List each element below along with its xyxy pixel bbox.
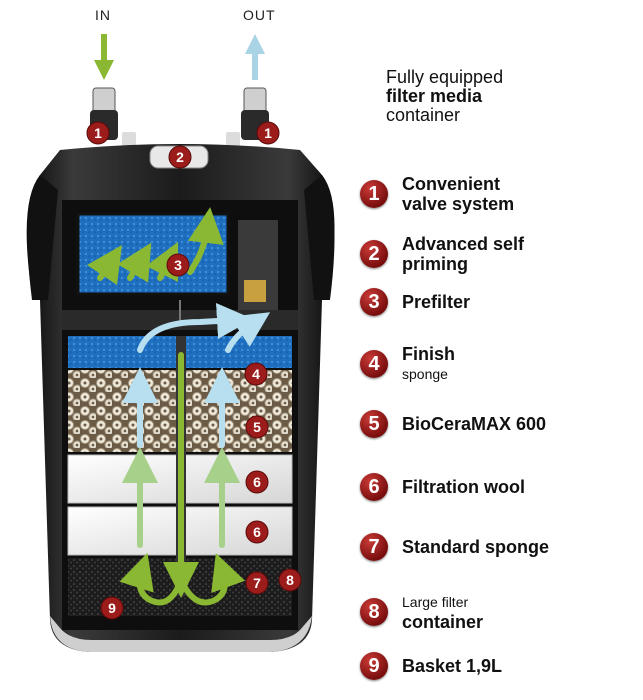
- housing-side-right: [304, 175, 335, 300]
- callout-badge-9: 9: [100, 596, 124, 620]
- legend-title: Standard sponge: [402, 537, 550, 557]
- legend-title: Filtration wool: [402, 477, 525, 497]
- callout-badge-2: 2: [168, 145, 192, 169]
- svg-text:5: 5: [253, 419, 261, 435]
- legend-badge: 1: [360, 180, 388, 208]
- legend-item-sponge: 7 Standard sponge: [360, 533, 549, 561]
- out-label: OUT: [243, 7, 276, 23]
- legend-badge: 7: [360, 533, 388, 561]
- callout-badge-6: 6: [245, 470, 269, 494]
- callout-badge-5: 5: [245, 415, 269, 439]
- legend-title: Finish: [402, 344, 455, 364]
- legend-note: sponge: [402, 366, 448, 382]
- svg-text:6: 6: [253, 474, 261, 490]
- svg-text:1: 1: [264, 125, 272, 141]
- legend-badge: 5: [360, 410, 388, 438]
- callout-badge-4: 4: [244, 362, 268, 386]
- housing-side-left: [27, 175, 58, 300]
- headline: Fully equipped filter media container: [386, 68, 626, 125]
- filter-cutaway-illustration: 1 1 2 3 4 5 6 6 7 8 9: [26, 34, 335, 652]
- housing-base-trim: [50, 616, 312, 652]
- in-flow-arrow: [94, 34, 114, 80]
- svg-text:3: 3: [174, 257, 182, 273]
- legend-item-priming: 2 Advanced self priming: [360, 234, 524, 274]
- legend-subtitle: priming: [402, 254, 468, 274]
- legend-badge: 3: [360, 288, 388, 316]
- legend-badge: 9: [360, 652, 388, 680]
- headline-line2: filter media: [386, 86, 483, 106]
- headline-line3: container: [386, 105, 461, 125]
- callout-badge-7: 7: [245, 571, 269, 595]
- flow-arrows: [87, 207, 271, 606]
- legend-badge: 8: [360, 598, 388, 626]
- legend-title: Basket 1,9L: [402, 656, 503, 676]
- legend-item-valve: 1 Convenient valve system: [360, 174, 514, 214]
- legend-item-prefilter: 3 Prefilter: [360, 288, 470, 316]
- svg-text:8: 8: [286, 572, 294, 588]
- callout-badge-8: 8: [278, 568, 302, 592]
- legend-title: Prefilter: [402, 292, 471, 312]
- legend-item-container: 8 Large filter container: [360, 592, 483, 632]
- impeller: [244, 280, 266, 302]
- legend-item-basket: 9 Basket 1,9L: [360, 652, 502, 680]
- svg-text:4: 4: [252, 366, 260, 382]
- svg-text:2: 2: [176, 149, 184, 165]
- legend-title: Advanced self: [402, 234, 525, 254]
- svg-text:7: 7: [253, 575, 261, 591]
- legend-title: Convenient: [402, 174, 501, 194]
- legend-badge: 2: [360, 240, 388, 268]
- legend-item-wool: 6 Filtration wool: [360, 473, 525, 501]
- legend-subtitle: container: [402, 612, 484, 632]
- in-label: IN: [95, 7, 111, 23]
- legend-item-finish: 4 Finish sponge: [360, 344, 455, 384]
- svg-text:9: 9: [108, 600, 116, 616]
- legend-badge: 4: [360, 350, 388, 378]
- legend-title: BioCeraMAX 600: [402, 414, 547, 434]
- legend-item-ceramic: 5 BioCeraMAX 600: [360, 410, 546, 438]
- callout-badge-6: 6: [245, 520, 269, 544]
- callout-badge-1: 1: [256, 121, 280, 145]
- svg-text:6: 6: [253, 524, 261, 540]
- callout-badge-3: 3: [166, 253, 190, 277]
- svg-text:1: 1: [94, 125, 102, 141]
- legend-note: Large filter: [402, 594, 469, 610]
- headline-line1: Fully equipped: [386, 67, 504, 87]
- callout-badge-1: 1: [86, 121, 110, 145]
- out-flow-arrow: [245, 34, 265, 80]
- legend-badge: 6: [360, 473, 388, 501]
- legend-subtitle: valve system: [402, 194, 515, 214]
